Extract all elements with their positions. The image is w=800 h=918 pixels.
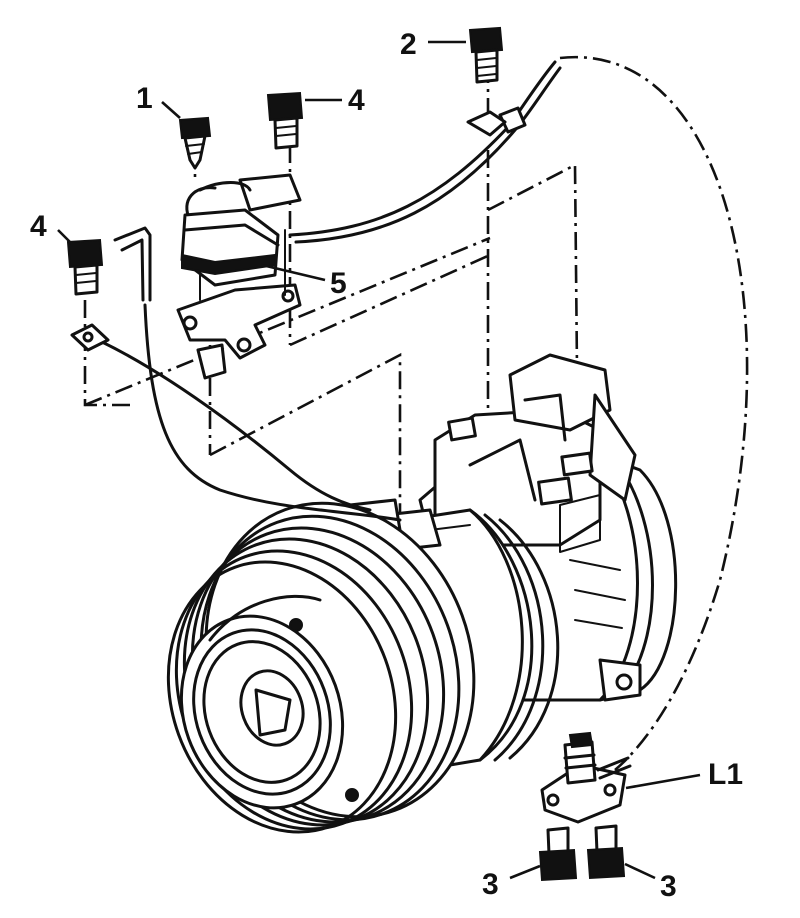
relay-bracket [176, 229, 302, 380]
pressure-switch [540, 731, 632, 824]
ground-terminal [70, 323, 110, 352]
relay-module [180, 173, 302, 287]
wire-harness [100, 60, 562, 522]
compressor-body [166, 353, 678, 834]
bolt-4-left [66, 238, 104, 296]
callout-labels: 1 2 4 4 5 L1 3 3 [30, 28, 743, 903]
bolt-3-left [538, 826, 578, 882]
bolt-3-right [586, 824, 626, 880]
callout-3-right: 3 [660, 870, 677, 903]
callout-leaders [57, 40, 701, 880]
callout-L1: L1 [708, 758, 743, 791]
callout-5: 5 [330, 267, 347, 300]
washer-bolt-2 [466, 110, 507, 137]
bolt-1 [178, 116, 212, 170]
callout-1: 1 [136, 82, 153, 115]
callout-4-left: 4 [30, 210, 47, 243]
callout-3-left: 3 [482, 868, 499, 901]
bolt-2 [468, 26, 504, 84]
bolt-4-upper [266, 91, 304, 150]
callout-2: 2 [400, 28, 417, 61]
callout-4-upper: 4 [348, 84, 365, 117]
